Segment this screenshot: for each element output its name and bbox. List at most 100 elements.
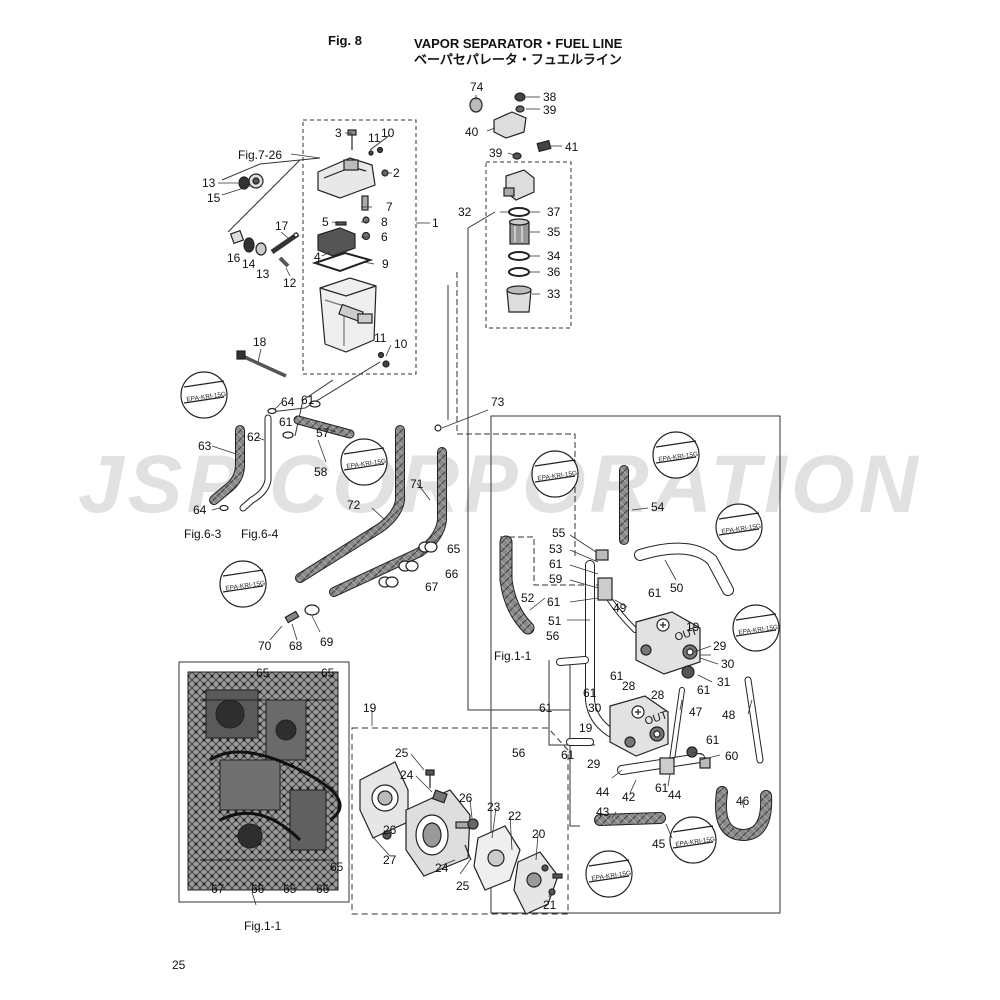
- part-label-3: 3: [335, 126, 342, 140]
- part-label-19-r1: 19: [686, 620, 700, 634]
- part-label-61-r4: 61: [610, 669, 624, 683]
- part-label-7: 7: [386, 200, 393, 214]
- part-label-10-top: 10: [381, 126, 395, 140]
- part-label-72: 72: [347, 498, 361, 512]
- part-label-2: 2: [393, 166, 400, 180]
- part-label-60: 60: [725, 749, 739, 763]
- part-label-64-top: 64: [281, 395, 295, 409]
- part-label-56-lower: 56: [512, 746, 526, 760]
- part-label-73: 73: [491, 395, 505, 409]
- part-label-68: 68: [289, 639, 303, 653]
- part-label-35: 35: [547, 225, 561, 239]
- part-label-61-r9: 61: [561, 748, 575, 762]
- part-label-6: 6: [381, 230, 388, 244]
- part-label-37: 37: [547, 205, 561, 219]
- part-label-57: 57: [316, 426, 330, 440]
- part-label-16: 16: [227, 251, 241, 265]
- part-label-42: 42: [622, 790, 636, 804]
- part-label-65-inset-d: 65: [283, 882, 297, 896]
- part-label-61-r10: 61: [655, 781, 669, 795]
- fuel-hoses-left: [209, 414, 447, 597]
- part-label-66-inset-b: 66: [316, 882, 330, 896]
- part-label-66-left: 66: [445, 567, 459, 581]
- part-label-36: 36: [547, 265, 561, 279]
- fuel-filter-assembly: [469, 92, 552, 313]
- page-number: 25: [172, 958, 186, 972]
- part-label-47: 47: [689, 705, 703, 719]
- part-label-61-r3: 61: [547, 595, 561, 609]
- part-label-26-left: 26: [383, 823, 397, 837]
- part-label-28-r1: 28: [622, 679, 636, 693]
- part-label-25-bottom: 25: [456, 879, 470, 893]
- fig-number: Fig. 8: [328, 33, 362, 48]
- part-label-5: 5: [322, 215, 329, 229]
- part-label-64-bottom: 64: [193, 503, 207, 517]
- clamps-left: [219, 400, 442, 624]
- part-label-24-top: 24: [400, 768, 414, 782]
- part-label-51: 51: [548, 614, 562, 628]
- part-label-70: 70: [258, 639, 272, 653]
- part-label-49: 49: [613, 601, 627, 615]
- part-label-69: 69: [320, 635, 334, 649]
- part-label-38: 38: [543, 90, 557, 104]
- part-label-62: 62: [247, 430, 261, 444]
- part-label-55: 55: [552, 526, 566, 540]
- part-label-15: 15: [207, 191, 221, 205]
- fuel-pump-lower: [609, 695, 669, 757]
- part-label-26-right: 26: [459, 791, 473, 805]
- part-label-63: 63: [198, 439, 212, 453]
- part-label-8: 8: [381, 215, 388, 229]
- part-label-41: 41: [565, 140, 579, 154]
- part-label-65-inset-a: 65: [256, 666, 270, 680]
- part-label-44-a: 44: [596, 785, 610, 799]
- part-label-46: 46: [736, 794, 750, 808]
- part-label-50: 50: [670, 581, 684, 595]
- ref-fig1-1-bottom: Fig.1-1: [244, 919, 282, 933]
- part-label-43: 43: [596, 805, 610, 819]
- ref-fig6-3: Fig.6-3: [184, 527, 222, 541]
- part-label-66-inset-a: 66: [251, 882, 265, 896]
- part-label-24-bottom: 24: [435, 861, 449, 875]
- part-label-19-pump: 19: [363, 701, 377, 715]
- part-label-45: 45: [652, 837, 666, 851]
- part-label-53: 53: [549, 542, 563, 556]
- ref-fig6-4: Fig.6-4: [241, 527, 279, 541]
- watermark: JSP CORPORATION: [78, 439, 922, 530]
- float: [317, 227, 356, 257]
- part-label-20: 20: [532, 827, 546, 841]
- part-label-65-inset-c: 65: [330, 860, 344, 874]
- part-label-10-bottom: 10: [394, 337, 408, 351]
- gasket: [311, 251, 374, 273]
- group-boxes: [178, 119, 781, 915]
- part-label-9: 9: [382, 257, 389, 271]
- part-label-56-upper: 56: [546, 629, 560, 643]
- part-label-17: 17: [275, 219, 289, 233]
- part-label-11-top: 11: [368, 131, 381, 145]
- fuel-pumps: [595, 549, 711, 775]
- part-label-52: 52: [521, 591, 535, 605]
- part-label-67-left: 67: [425, 580, 439, 594]
- part-label-30-r1: 30: [721, 657, 735, 671]
- title-english: VAPOR SEPARATOR・FUEL LINE: [414, 36, 623, 51]
- part-label-27: 27: [383, 853, 397, 867]
- engine-inset: [187, 671, 342, 891]
- part-number-labels: 3 11 10 2 7 5 8 6 1 4 9 13 15 17 16 14 1…: [184, 80, 750, 933]
- part-label-18: 18: [253, 335, 267, 349]
- part-label-61-r7: 61: [539, 701, 553, 715]
- filter-bracket: [493, 111, 527, 139]
- title-japanese: ベーパセパレータ・フュエルライン: [414, 52, 622, 67]
- part-label-67-inset: 67: [211, 882, 225, 896]
- fuel-pump-upper: [635, 611, 701, 675]
- part-label-22: 22: [508, 809, 522, 823]
- part-label-32: 32: [458, 205, 472, 219]
- part-label-61-r8: 61: [706, 733, 720, 747]
- part-label-12: 12: [283, 276, 297, 290]
- part-label-13-top: 13: [202, 176, 216, 190]
- part-label-44-b: 44: [668, 788, 682, 802]
- part-label-65-left: 65: [447, 542, 461, 556]
- epa-stamps: [180, 371, 780, 898]
- fuel-pump-exploded: [359, 761, 563, 915]
- part-label-39-mid: 39: [489, 146, 503, 160]
- part-label-61-r2: 61: [648, 586, 662, 600]
- part-label-34: 34: [547, 249, 561, 263]
